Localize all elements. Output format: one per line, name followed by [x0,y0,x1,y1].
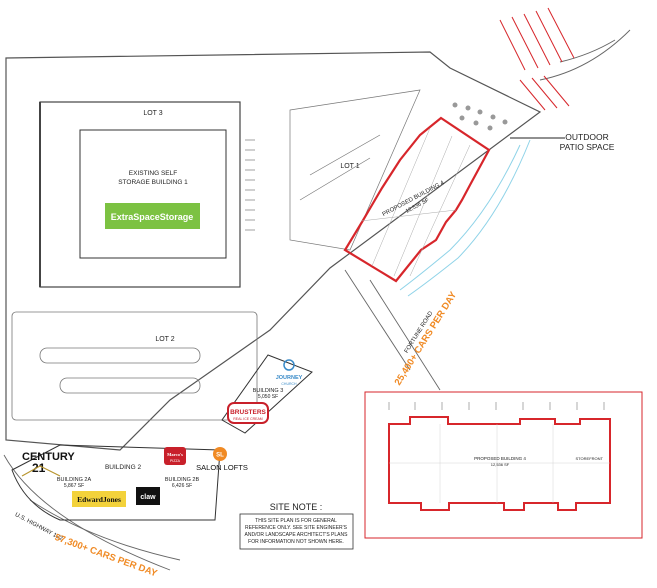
lot1-label: LOT 1 [340,163,359,170]
brusters-logo [227,402,269,424]
inset-building-area: 12,536 SF [491,462,510,467]
inset-building4-outline [388,416,611,511]
extra-space-logo [105,203,200,229]
storage-title-line2: STORAGE BUILDING 1 [118,179,188,186]
lot2-parking [11,311,258,421]
parking-stalls-storage [245,139,255,231]
lot2-label: LOT 2 [155,336,174,343]
building3-title: BUILDING 3 [253,388,284,394]
building3-area: 5,050 SF [258,394,278,400]
building3-outline [221,354,313,434]
fortune-road-traffic-count: 25,400+ CARS PER DAY [393,289,460,387]
marcos-logo [164,447,186,465]
entry-arrows [499,7,575,111]
building2-title: BUILDING 2 [105,464,142,471]
journey-logo-line2: CHURCH [281,382,297,386]
building2b-title: BUILDING 2B [165,477,200,483]
salon-lofts-badge-text: SL [216,453,224,459]
lot3-label: LOT 3 [143,110,162,117]
building4-grid [360,127,471,277]
highway-traffic-count: 57,300+ CARS PER DAY [53,532,159,580]
edward-jones-text: EdwardJones [77,495,121,504]
site-note-line1: THIS SITE PLAN IS FOR GENERAL [255,518,337,524]
inset-building-title: PROPOSED BUILDING 4 [474,456,526,461]
site-note-line2: REFERENCE ONLY. SEE SITE ENGINEER'S [245,525,348,531]
lot3-area [39,101,241,288]
site-note-line4: FOR INFORMATION NOT SHOWN HERE. [248,539,344,545]
inset-column-ticks [388,402,605,410]
building2-outline [11,444,221,521]
salon-lofts-badge [213,447,227,461]
claw-logo [136,487,160,505]
landscape-strip [399,139,531,297]
inset-storefront-label: STOREFRONT [576,456,604,461]
storage-title-line1: EXISTING SELF [129,170,177,177]
building2a-area: 5,867 SF [64,483,84,489]
century21-roof-icon [21,465,61,477]
outdoor-patio-label-line2: PATIO SPACE [560,142,615,152]
lot1-parking [289,89,421,251]
journey-logo-line1: JOURNEY [276,375,303,381]
extra-space-logo-text: ExtraSpaceStorage [111,212,194,222]
journey-icon [283,359,295,371]
marcos-logo-line2: PIZZA [170,459,181,463]
road-edges [3,29,631,571]
inset-grid [389,424,610,503]
claw-text: claw [140,494,156,501]
site-note-box [239,513,354,550]
proposed-building4-outline [343,116,491,283]
brusters-logo-line2: REAL ICE CREAM [233,417,263,421]
salon-lofts-logo: SALON LOFTS [196,463,248,472]
century21-logo-num: 21 [32,461,46,475]
site-note-title: SITE NOTE : [270,502,323,512]
patio-furniture [452,102,508,131]
edward-jones-logo [72,491,126,507]
building2a-title: BUILDING 2A [57,477,92,483]
building2b-area: 6,426 SF [172,483,192,489]
outdoor-patio-label-line1: OUTDOOR [565,132,608,142]
brusters-logo-line1: BRUSTERS [230,409,266,416]
marcos-logo-line1: Marco's [167,452,183,457]
site-note-line3: AND/OR LANDSCAPE ARCHITECT'S PLANS [245,532,349,538]
century21-logo-main: CENTURY [22,451,75,463]
